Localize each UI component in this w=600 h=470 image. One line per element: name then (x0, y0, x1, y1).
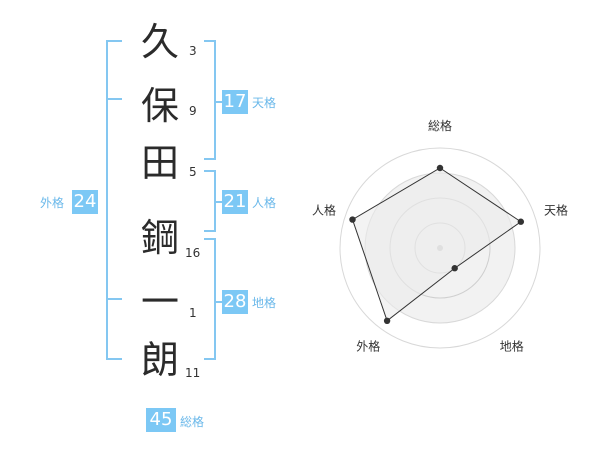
radar-axis-label: 地格 (500, 339, 524, 354)
stroke-count-5: 1 (189, 306, 197, 320)
gaikaku-bracket-top (106, 40, 122, 42)
chikaku-bracket-connector (214, 301, 222, 303)
tenkaku-bracket-bottom (204, 158, 216, 160)
tenkaku-bracket-top (204, 40, 216, 42)
radar-point (436, 164, 444, 172)
radar-axis-label: 総格 (428, 118, 452, 133)
radar-point (517, 218, 525, 225)
jinkaku-value-badge: 21 (222, 190, 248, 214)
gaikaku-value-badge: 24 (72, 190, 98, 214)
jinkaku-bracket-bottom (204, 230, 216, 232)
gaikaku-bracket-bottom (106, 358, 122, 360)
name-char-4: 鋼 (140, 216, 179, 260)
radar-axis-label: 天格 (544, 202, 568, 217)
chikaku-label: 地格 (252, 296, 277, 310)
stroke-count-4: 16 (185, 246, 201, 260)
jinkaku-bracket-connector (214, 201, 222, 203)
radar-axis-label: 外格 (356, 339, 380, 354)
chikaku-value-badge: 28 (222, 290, 248, 314)
gaikaku-bracket-mid-upper (106, 98, 122, 100)
jinkaku-label: 人格 (252, 196, 277, 210)
radar-point (383, 317, 391, 325)
radar-value-polygon (351, 167, 522, 322)
gaikaku-label: 外格 (40, 196, 65, 210)
chikaku-bracket-bottom (204, 358, 216, 360)
radar-point (451, 265, 458, 272)
name-char-2: 保 (140, 84, 179, 128)
tenkaku-bracket-vertical (214, 40, 216, 160)
chikaku-bracket-top (204, 238, 216, 240)
tenkaku-value-badge: 17 (222, 90, 248, 114)
name-char-5: 一 (140, 280, 179, 324)
soukaku-label: 総格 (180, 415, 205, 429)
stroke-count-1: 3 (189, 44, 197, 58)
chikaku-bracket-vertical (214, 238, 216, 360)
jinkaku-bracket-top (204, 170, 216, 172)
radar-point (349, 216, 356, 223)
gaikaku-bracket-mid-lower (106, 298, 122, 300)
name-char-1: 久 (140, 20, 179, 64)
stroke-count-3: 5 (189, 165, 197, 179)
gaikaku-bracket-vertical (106, 40, 108, 360)
soukaku-value-badge: 45 (146, 408, 176, 432)
stroke-count-6: 11 (185, 366, 201, 380)
radar-axis-label: 人格 (312, 202, 336, 217)
name-char-3: 田 (140, 141, 179, 185)
stroke-count-2: 9 (189, 104, 197, 118)
name-char-6: 朗 (140, 338, 179, 382)
tenkaku-label: 天格 (252, 96, 277, 110)
tenkaku-bracket-connector (214, 101, 222, 103)
